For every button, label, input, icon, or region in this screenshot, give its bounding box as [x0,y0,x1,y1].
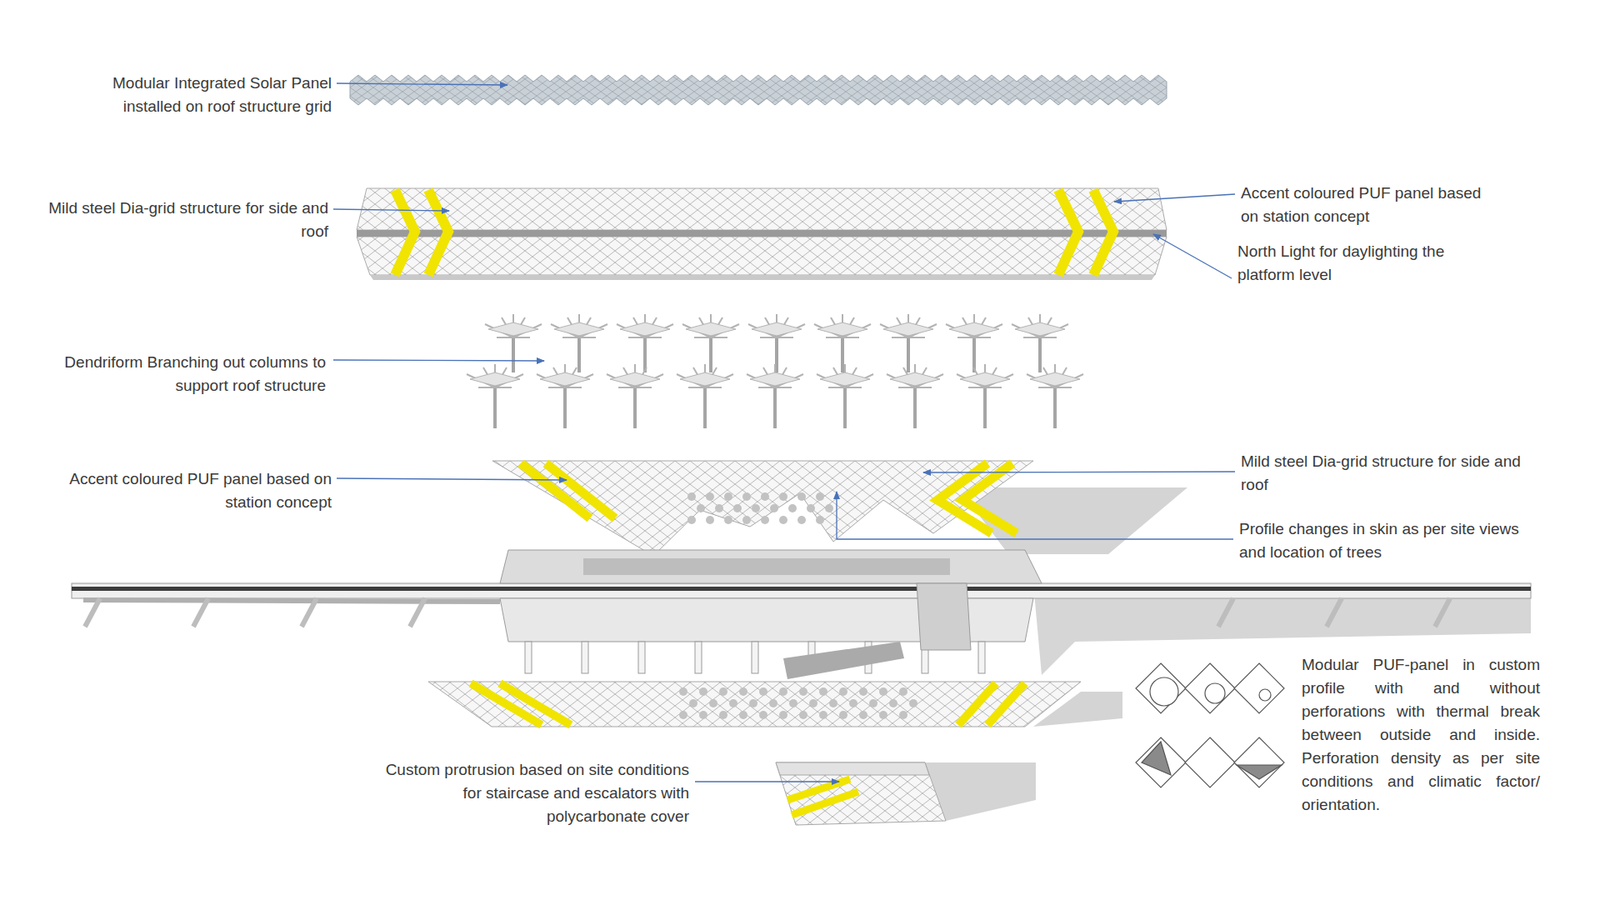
column [886,364,944,429]
callout-label: Accent coloured PUF panel based on stati… [31,467,332,515]
column [746,364,804,429]
callout-label: Mild steel Dia-grid structure for side a… [1240,450,1550,497]
column [550,314,608,373]
solar-panel [350,75,1167,105]
column [676,364,734,429]
column [466,364,524,429]
column [682,314,740,373]
callout-label: Modular PUF-panel in custom profile with… [1301,653,1540,817]
upper-skin [492,460,1188,556]
callout-label: Profile changes in skin as per site view… [1239,517,1527,565]
dendriform-columns [466,314,1084,429]
roof-diagrid [356,188,1167,280]
callout-label: Accent coloured PUF panel based on stati… [1240,181,1500,229]
callout-label: Modular Integrated Solar Panel installed… [56,71,332,119]
callout-label: Custom protrusion based on site conditio… [372,758,690,829]
callout-label: Mild steel Dia-grid structure for side a… [20,196,329,244]
panel-symbols [1135,663,1285,788]
column [956,364,1014,429]
column [748,314,805,373]
callout-label: Dendriform Branching out columns to supp… [25,350,326,398]
column [606,364,664,429]
column [814,314,871,373]
lower-skin [428,681,1123,727]
column [616,314,674,373]
column [536,364,594,429]
column [1026,364,1084,429]
column [880,314,937,373]
column [485,314,542,373]
leader-lines [333,83,1235,782]
column [1011,314,1069,373]
callout-label: North Light for daylighting the platform… [1237,240,1496,287]
column [945,314,1003,373]
stair-protrusion [775,762,1036,825]
column [816,364,874,429]
